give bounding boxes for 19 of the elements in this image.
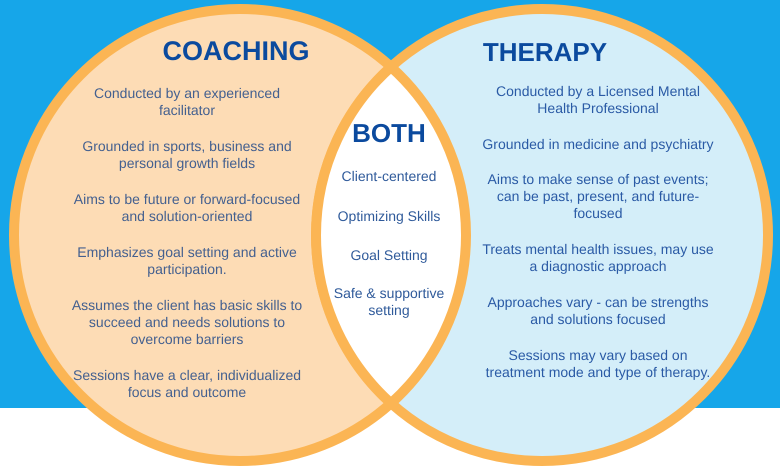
description-text: Conducted by a Licensed Mental Health Professional bbox=[496, 83, 700, 117]
category-heading: THERAPY bbox=[482, 38, 608, 66]
category-heading: BOTH bbox=[352, 118, 426, 147]
description-text: Assumes the client has basic skills to succeed and needs solutions to overcome barriers bbox=[71, 297, 303, 348]
description-text: Client-centered bbox=[341, 168, 437, 185]
description-text: Grounded in medicine and psychiatry bbox=[482, 136, 714, 153]
description-text: Sessions may vary based on treatment mode and type of therapy. bbox=[485, 347, 711, 381]
description-text: Sessions have a clear, individualized focus and outcome bbox=[72, 367, 302, 401]
description-text: Conducted by an experienced facilitator bbox=[93, 85, 281, 119]
description-text: Aims to make sense of past events; can be past, present, and future-focused bbox=[487, 171, 709, 222]
description-text: Emphasizes goal setting and active participation. bbox=[76, 244, 298, 278]
description-text: Optimizing Skills bbox=[337, 208, 441, 225]
description-text: Aims to be future or forward-focused and solution-oriented bbox=[73, 191, 301, 225]
description-text: Safe & supportive setting bbox=[333, 284, 445, 319]
description-text: Treats mental health issues, may use a diagnostic approach bbox=[482, 241, 714, 275]
description-text: Goal Setting bbox=[350, 246, 428, 264]
description-text: Grounded in sports, business and personal growth fields bbox=[82, 138, 292, 172]
category-heading: COACHING bbox=[162, 37, 310, 65]
description-text: Approaches vary - can be strengths and solutions focused bbox=[486, 294, 710, 328]
